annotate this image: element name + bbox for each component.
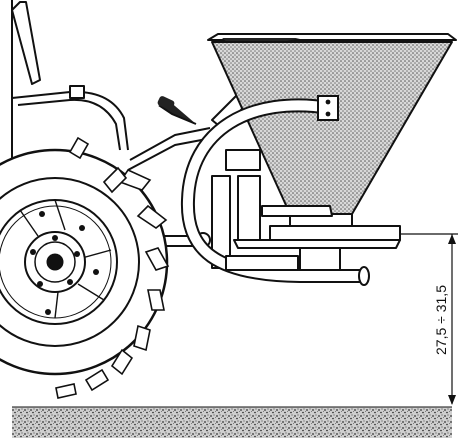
tractor-frame xyxy=(11,0,213,247)
height-dimension-label: 27,5 ÷ 31,5 xyxy=(433,285,449,355)
height-dimension xyxy=(400,233,458,405)
hopper xyxy=(207,33,457,215)
tractor-wheel xyxy=(0,136,170,399)
ground xyxy=(12,406,452,438)
spreader-disc xyxy=(225,205,401,271)
control-lever xyxy=(157,96,197,125)
